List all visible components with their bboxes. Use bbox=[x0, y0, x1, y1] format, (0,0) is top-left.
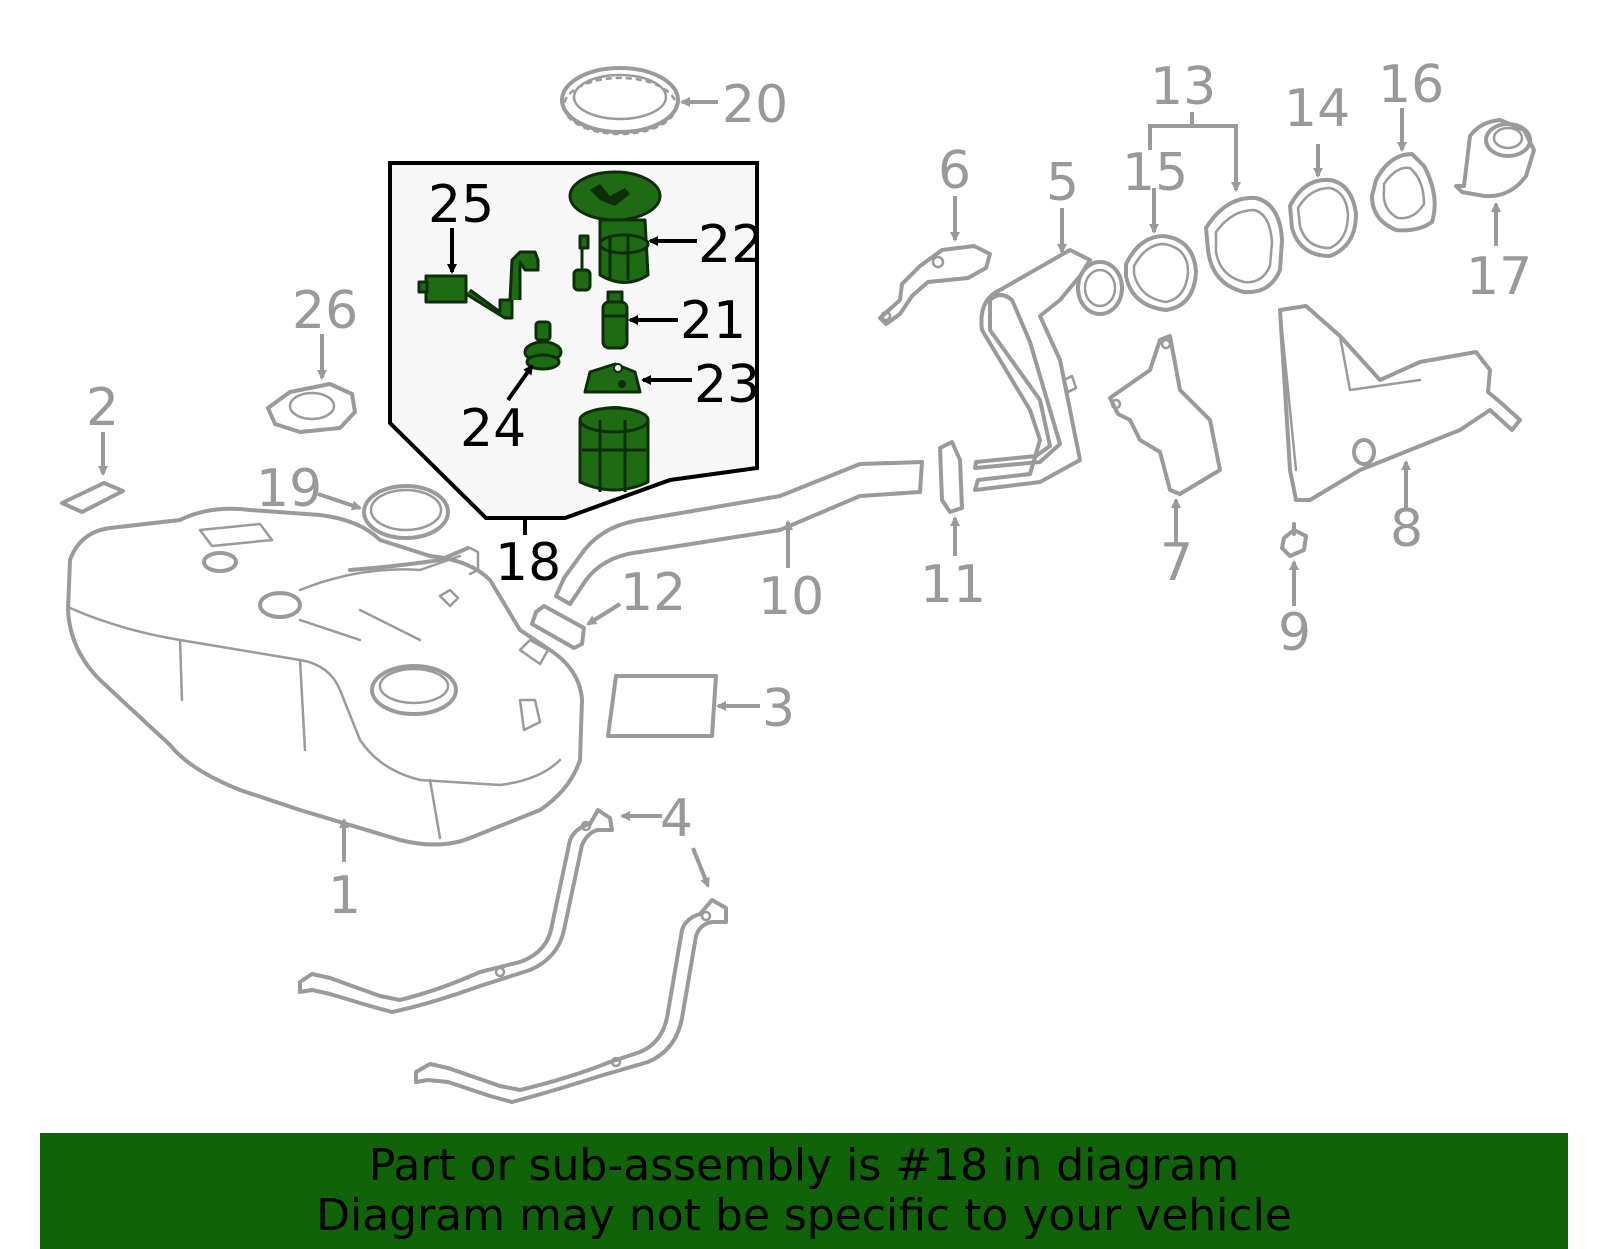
callout-3: 3 bbox=[762, 679, 795, 739]
callout-14: 14 bbox=[1284, 79, 1350, 139]
bracket-part-6[interactable] bbox=[878, 244, 992, 326]
fuel-cap-part-17[interactable] bbox=[1454, 118, 1536, 199]
callout-24: 24 bbox=[460, 399, 526, 459]
bolt-part-9[interactable] bbox=[1280, 522, 1308, 558]
callout-26: 26 bbox=[292, 281, 358, 341]
callout-2: 2 bbox=[86, 378, 119, 438]
fuel-tank-part-1[interactable] bbox=[66, 506, 584, 847]
gasket-part-14[interactable] bbox=[1288, 177, 1358, 258]
splash-shield-part-8[interactable] bbox=[1278, 304, 1522, 502]
fuel-level-sender-part-25[interactable] bbox=[417, 250, 540, 320]
callout-22: 22 bbox=[698, 215, 764, 275]
info-banner: Part or sub-assembly is #18 in diagram D… bbox=[40, 1133, 1568, 1249]
callout-9: 9 bbox=[1278, 603, 1311, 663]
pressure-regulator-part-24[interactable] bbox=[523, 320, 563, 371]
filler-pipe-part-5[interactable] bbox=[973, 248, 1124, 492]
filler-housing-part-16[interactable] bbox=[1370, 152, 1437, 233]
lock-ring-part-20[interactable] bbox=[560, 66, 680, 136]
seal-plate-part-26[interactable] bbox=[266, 382, 357, 434]
gasket-part-15[interactable] bbox=[1124, 234, 1198, 312]
callout-13: 13 bbox=[1150, 57, 1216, 117]
grommet-part-12[interactable] bbox=[530, 604, 586, 650]
tank-straps-part-4[interactable] bbox=[298, 808, 728, 1104]
callout-1: 1 bbox=[328, 866, 361, 926]
callout-25: 25 bbox=[428, 175, 494, 235]
callout-10: 10 bbox=[758, 567, 824, 627]
callout-17: 17 bbox=[1466, 247, 1532, 307]
callout-23: 23 bbox=[694, 355, 760, 415]
bracket-part-23[interactable] bbox=[583, 362, 642, 394]
callout-19: 19 bbox=[256, 459, 322, 519]
fuel-filter-canister[interactable] bbox=[578, 406, 650, 493]
callout-16: 16 bbox=[1378, 55, 1444, 115]
callout-12: 12 bbox=[620, 563, 686, 623]
callout-7: 7 bbox=[1160, 533, 1193, 593]
callout-11: 11 bbox=[920, 555, 986, 615]
callout-8: 8 bbox=[1390, 499, 1423, 559]
callout-21: 21 bbox=[680, 291, 746, 351]
callout-18: 18 bbox=[495, 533, 561, 593]
banner-line-1: Part or sub-assembly is #18 in diagram bbox=[368, 1140, 1240, 1191]
assembly-18-box[interactable] bbox=[388, 161, 759, 535]
bracket-part-7[interactable] bbox=[1108, 334, 1222, 496]
gasket-part-19[interactable] bbox=[362, 484, 450, 540]
fuel-pump-part-21[interactable] bbox=[601, 290, 629, 350]
callout-5: 5 bbox=[1046, 153, 1079, 213]
callout-4: 4 bbox=[660, 789, 693, 849]
clamp-part-11[interactable] bbox=[938, 440, 964, 514]
pad-part-2[interactable] bbox=[60, 481, 125, 514]
gasket-part-13[interactable] bbox=[1204, 195, 1284, 295]
hose-part-10[interactable] bbox=[554, 460, 924, 606]
callout-6: 6 bbox=[938, 141, 971, 201]
callout-20: 20 bbox=[722, 75, 788, 135]
pad-part-3[interactable] bbox=[606, 674, 718, 738]
banner-line-2: Diagram may not be specific to your vehi… bbox=[316, 1190, 1292, 1241]
callout-15: 15 bbox=[1122, 143, 1188, 203]
